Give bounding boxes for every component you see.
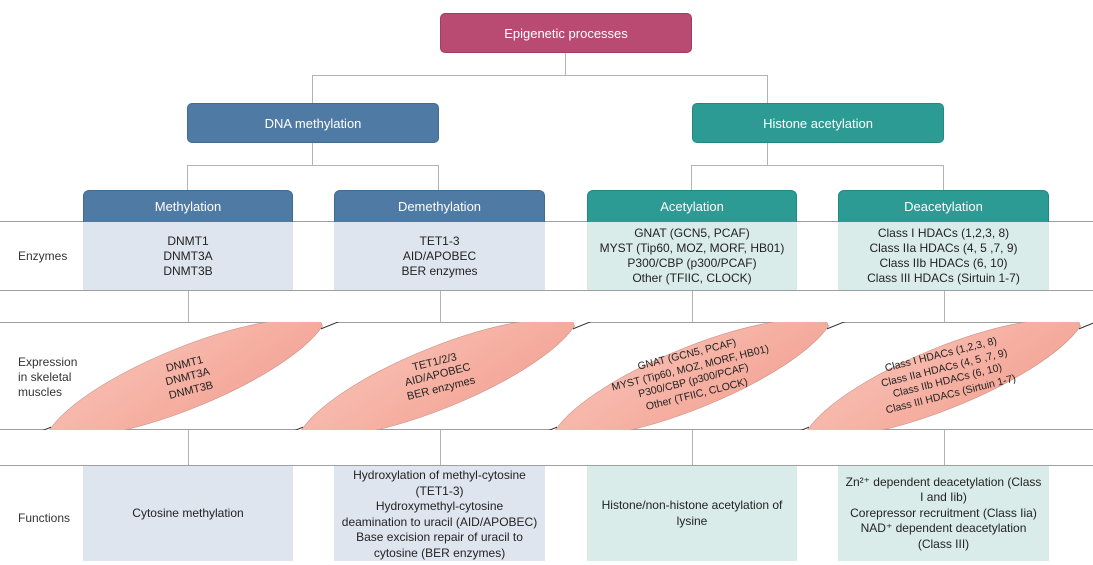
enzyme-item: DNMT3B (163, 263, 213, 278)
connector-line (312, 75, 767, 76)
connector-line (312, 143, 313, 165)
connector-line (943, 165, 944, 190)
enzyme-item: BER enzymes (401, 263, 478, 278)
function-line: Cytosine methylation (132, 505, 244, 520)
function-line: (TET1-3) (415, 483, 464, 498)
enzyme-item: MYST (Tip60, MOZ, MORF, HB01) (599, 241, 785, 255)
connector-line (187, 165, 188, 190)
function-line: NAD⁺ dependent deacetylation (860, 521, 1027, 536)
function-line: cytosine (BER enzymes) (373, 545, 506, 560)
function-line: Histone/non-histone acetylation of (601, 498, 783, 512)
functions-cell-demethylation: Hydroxylation of methyl-cytosine (TET1-3… (334, 466, 545, 561)
functions-cell-deacetylation: Zn²⁺ dependent deacetylation (Class I an… (838, 466, 1049, 561)
connector-line (767, 143, 768, 165)
functions-row-label: Functions (18, 511, 71, 525)
methylation-header: Methylation (83, 190, 293, 222)
function-line: lysine (676, 513, 708, 528)
function-line: Zn²⁺ dependent deacetylation (Class (845, 474, 1042, 489)
demethylation-header: Demethylation (334, 190, 545, 222)
enzyme-item: Other (TFIIC, CLOCK) (632, 271, 752, 285)
connector-line (692, 290, 693, 322)
enzymes-row-label: Enzymes (18, 249, 68, 263)
enzyme-item: DNMT3A (163, 248, 213, 263)
enzyme-item: Class III HDACs (Sirtuin 1-7) (867, 271, 1020, 285)
functions-cell-acetylation: Histone/non-histone acetylation of lysin… (587, 466, 797, 561)
connector-line (440, 430, 441, 465)
function-line: I and Iib) (920, 490, 967, 505)
acetylation-header: Acetylation (587, 190, 797, 222)
connector-line (188, 430, 189, 465)
function-line: (Class III) (917, 536, 970, 551)
dna-methylation-box: DNA methylation (187, 103, 439, 143)
muscle-shape-acetylation (524, 322, 860, 430)
expression-label-line: muscles (18, 385, 63, 399)
enzyme-item: GNAT (GCN5, PCAF) (634, 226, 750, 240)
enzymes-cell-demethylation: TET1-3 AID/APOBEC BER enzymes (334, 222, 545, 290)
functions-cell-methylation: Cytosine methylation (83, 466, 293, 561)
connector-line (188, 290, 189, 322)
enzymes-cell-methylation: DNMT1 DNMT3A DNMT3B (83, 222, 293, 290)
connector-line (187, 165, 439, 166)
connector-line (312, 75, 313, 103)
deacetylation-header: Deacetylation (838, 190, 1049, 222)
function-line: Hydroxymethyl-cytosine (375, 499, 504, 513)
function-line: Corepressor recruitment (Class Iia) (850, 505, 1037, 520)
connector-line (944, 430, 945, 465)
connector-line (438, 165, 439, 190)
enzyme-item: DNMT1 (167, 233, 209, 248)
connector-line (565, 52, 566, 75)
function-line: deamination to uracil (AID/APOBEC) (341, 514, 538, 529)
function-line: Hydroxylation of methyl-cytosine (353, 468, 526, 482)
enzyme-item: AID/APOBEC (402, 248, 477, 263)
enzyme-item: Class IIb HDACs (6, 10) (879, 256, 1008, 270)
enzymes-cell-acetylation: GNAT (GCN5, PCAF) MYST (Tip60, MOZ, MORF… (587, 222, 797, 290)
muscle-shape-methylation (18, 322, 354, 430)
function-line: Base excision repair of uracil to (356, 530, 523, 544)
histone-acetylation-box: Histone acetylation (692, 103, 944, 143)
expression-label-line: Expression (18, 355, 78, 369)
muscle-shape-deacetylation (776, 322, 1093, 430)
expression-row-label: Expression in skeletal muscles (18, 355, 77, 400)
connector-line (692, 430, 693, 465)
connector-line (767, 75, 768, 103)
connector-line (691, 165, 944, 166)
enzyme-item: Class IIa HDACs (4, 5 ,7, 9) (869, 241, 1018, 255)
enzyme-item: TET1-3 (419, 233, 460, 248)
epigenetic-processes-box: Epigenetic processes (440, 13, 692, 53)
connector-line (691, 165, 692, 190)
muscle-illustrations (18, 322, 1093, 430)
muscle-shape-demethylation (270, 322, 606, 430)
enzyme-item: Class I HDACs (1,2,3, 8) (877, 226, 1010, 240)
connector-line (944, 290, 945, 322)
enzyme-item: P300/CBP (p300/PCAF) (627, 256, 757, 270)
expression-label-line: in skeletal (18, 370, 72, 384)
connector-line (440, 290, 441, 322)
enzymes-cell-deacetylation: Class I HDACs (1,2,3, 8) Class IIa HDACs… (838, 222, 1049, 290)
